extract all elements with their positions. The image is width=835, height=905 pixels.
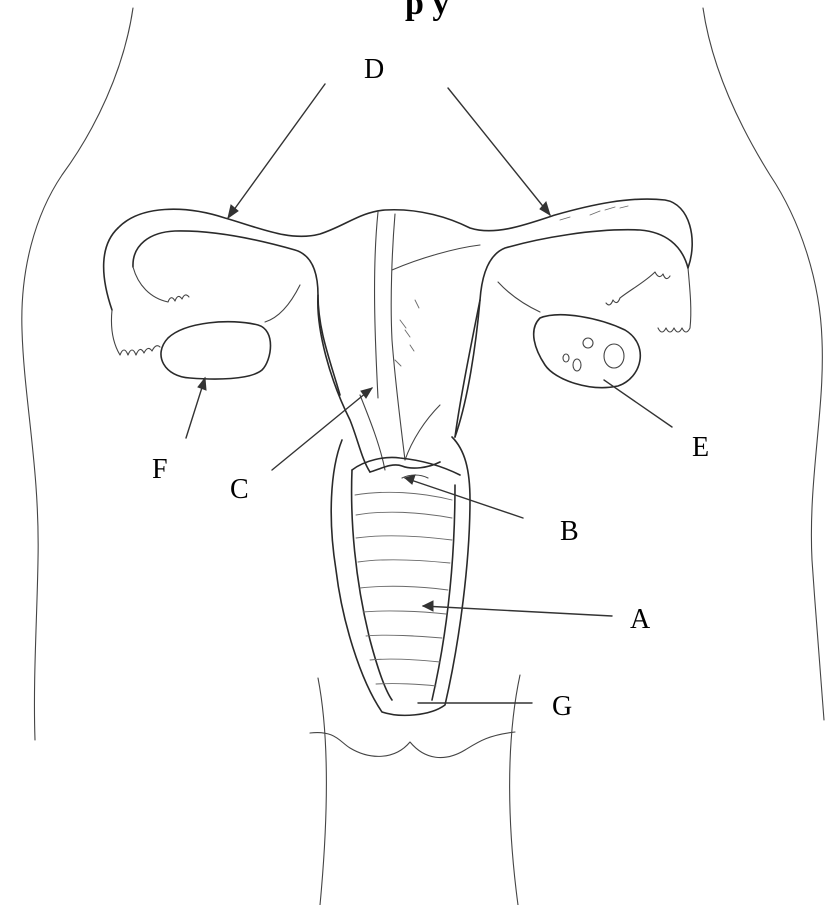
right-ovary <box>534 315 641 388</box>
label-a: A <box>630 604 651 635</box>
diagram-title-fragment: p y <box>405 0 449 22</box>
labels: D E F C B A G <box>152 54 709 722</box>
ovaries <box>161 315 640 388</box>
label-b: B <box>560 516 579 547</box>
label-g: G <box>552 691 572 722</box>
label-c: C <box>230 474 249 505</box>
vagina <box>331 437 470 715</box>
label-leaders <box>186 84 672 703</box>
uterus <box>104 199 693 472</box>
label-e: E <box>692 432 709 463</box>
left-ovary <box>161 322 271 379</box>
label-d: D <box>364 54 384 85</box>
label-f: F <box>152 454 168 485</box>
